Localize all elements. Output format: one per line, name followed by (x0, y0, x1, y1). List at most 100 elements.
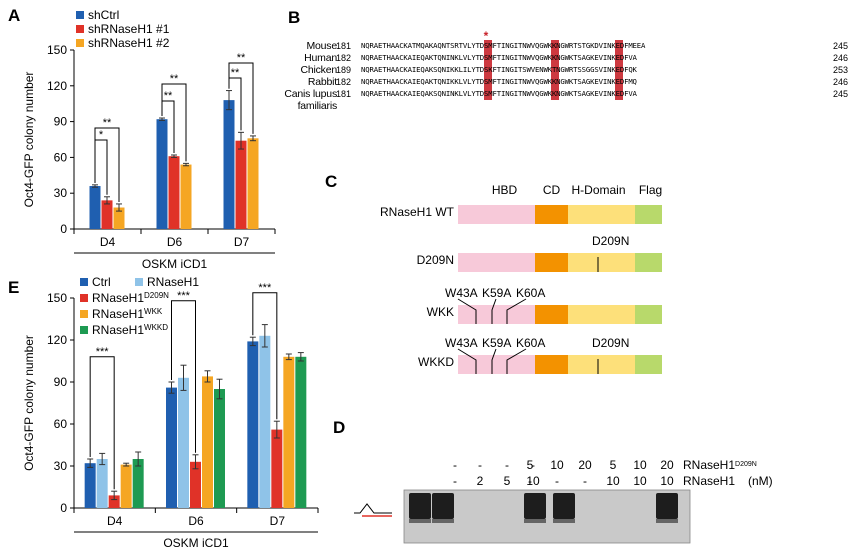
wt-concentration: 2 (477, 474, 484, 488)
seq-start-number: 181 (336, 41, 352, 51)
gel-band (656, 493, 678, 519)
bar (168, 156, 180, 229)
mutation-marker (506, 348, 527, 374)
x-tick-label: D4 (100, 235, 116, 249)
bar (156, 119, 168, 229)
mutation-marker (457, 348, 477, 374)
d209n-concentration: - (478, 458, 482, 472)
mutation-marker (506, 298, 527, 324)
d209n-concentration: 20 (578, 458, 592, 472)
seq-end-number: 245 (833, 89, 849, 99)
gel-band-smear (409, 519, 431, 523)
y-tick-label: 60 (54, 417, 68, 431)
bar (180, 164, 192, 229)
domain-header: Flag (639, 183, 662, 197)
legend-label: RNaseH1 (147, 275, 199, 289)
y-tick-label: 150 (47, 291, 67, 305)
h-domain (568, 305, 635, 324)
seq-residues: NQRAETHAACKATMQAKAQNTSRTVLYTDSMFTINGITNW… (361, 41, 646, 50)
legend-label: RNaseH1D209N (92, 291, 169, 306)
construct-name: WKK (427, 305, 454, 319)
construct-name: D209N (417, 253, 454, 267)
seq-residues: NQRAETHAACKAIEQAKTQNINKLVLYTDSMFTINGITNW… (361, 53, 637, 62)
y-tick-label: 0 (60, 501, 67, 515)
y-tick-label: 120 (47, 79, 67, 93)
y-tick-label: 150 (47, 43, 67, 57)
bar (295, 356, 307, 508)
seq-residues: NQRAETHAACKAIEQAKTQNIKKLVLYTDSMFTINGITNW… (361, 77, 637, 86)
y-axis-label: Oct4-GFP colony number (22, 72, 36, 208)
mutation-marker (491, 348, 497, 374)
seq-start-number: 189 (336, 65, 352, 75)
x-tick-label: D6 (188, 514, 204, 528)
significance-label: ** (237, 52, 246, 64)
y-tick-label: 60 (54, 150, 68, 164)
bar (190, 461, 201, 508)
significance-label: ** (231, 67, 240, 79)
gel-band-smear (553, 519, 575, 523)
bar (259, 335, 271, 508)
substrate-icon (354, 503, 392, 514)
x-tick-label: D7 (270, 514, 286, 528)
bar (178, 377, 189, 508)
bar (223, 100, 235, 230)
d209n-concentration: - (453, 458, 457, 472)
hbd-domain (458, 305, 535, 324)
bar (214, 389, 225, 508)
mutation-label: K60A (516, 336, 545, 350)
d209n-row-label: RNaseH1D209N (683, 458, 757, 472)
panel-letter-c: C (325, 172, 338, 191)
mutation-label: K59A (482, 336, 511, 350)
seq-end-number: 246 (833, 77, 849, 87)
d209n-concentration: 10 (550, 458, 564, 472)
y-tick-label: 0 (60, 222, 67, 236)
legend-swatch (76, 25, 84, 33)
legend-swatch (80, 326, 88, 334)
wt-concentration: - (555, 474, 559, 488)
significance-bracket (94, 127, 120, 202)
bar (96, 459, 108, 508)
cd-domain (535, 205, 568, 224)
gel-band (409, 493, 431, 519)
x-tick-label: D7 (234, 235, 250, 249)
seq-residues: NQRAETHAACKAIEQAKSQNINKLVLYTDSMFTINGITNW… (361, 89, 637, 98)
h-domain (568, 253, 635, 272)
species-name: Rabbit (307, 76, 337, 88)
legend-swatch (135, 278, 143, 286)
significance-bracket (252, 292, 278, 420)
x-axis-label: OSKM iCD1 (142, 257, 208, 271)
gel-band-smear (656, 519, 678, 523)
species-name: Canis lupus (284, 88, 337, 100)
h-domain (568, 205, 635, 224)
flag-tag (635, 253, 662, 272)
gel-band (553, 493, 575, 519)
cd-domain (535, 355, 568, 374)
significance-bracket (171, 300, 196, 453)
bar (132, 459, 144, 508)
bar (89, 186, 101, 229)
wt-concentration: - (528, 474, 532, 488)
seq-residues: NQRAETHAACKAIEQAKSQNIKKLILYTDSKFTINGITSW… (361, 65, 637, 74)
d209n-concentration: - (505, 458, 509, 472)
seq-end-number: 245 (833, 41, 849, 51)
h-domain (568, 355, 635, 374)
panel-letter-e: E (8, 278, 20, 297)
legend-label: shRNaseH1 #1 (88, 22, 170, 36)
significance-label: ** (164, 90, 173, 102)
d209n-concentration: - (531, 458, 535, 472)
significance-label: ** (103, 117, 112, 129)
species-name: Chicken (300, 64, 337, 76)
legend-swatch (76, 11, 84, 19)
significance-label: ** (170, 73, 179, 85)
wt-row-label: RNaseH1 (683, 474, 735, 488)
bar (247, 138, 259, 229)
mutation-label: W43A (445, 286, 478, 300)
mutation-marker (457, 298, 477, 324)
